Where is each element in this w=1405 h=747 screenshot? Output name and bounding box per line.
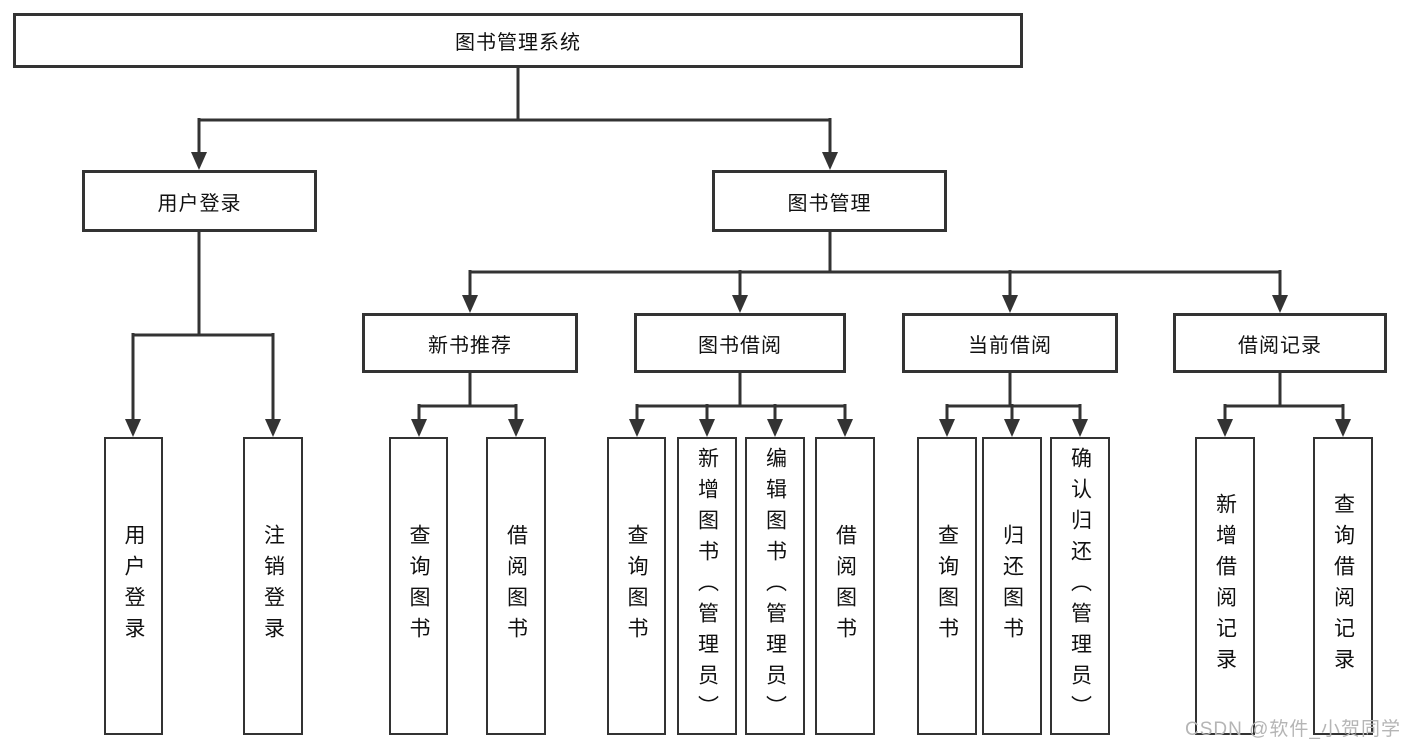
leaf-query-book-current: 查询图书 (917, 437, 977, 735)
leaf-borrow-book: 借阅图书 (815, 437, 875, 735)
leaf-confirm-return-admin: 确认归还（管理员） (1050, 437, 1110, 735)
node-new-book-recommend: 新书推荐 (362, 313, 578, 373)
leaf-add-book-admin: 新增图书（管理员） (677, 437, 737, 735)
node-book-management: 图书管理 (712, 170, 947, 232)
leaf-return-book: 归还图书 (982, 437, 1042, 735)
leaf-query-book-recommend: 查询图书 (389, 437, 448, 735)
leaf-query-book-borrow: 查询图书 (607, 437, 666, 735)
node-root: 图书管理系统 (13, 13, 1023, 68)
leaf-borrow-book-recommend: 借阅图书 (486, 437, 546, 735)
node-book-borrow: 图书借阅 (634, 313, 846, 373)
leaf-logout-login: 注销登录 (243, 437, 303, 735)
leaf-query-borrow-record: 查询借阅记录 (1313, 437, 1373, 735)
node-borrow-record: 借阅记录 (1173, 313, 1387, 373)
leaf-edit-book-admin: 编辑图书（管理员） (745, 437, 805, 735)
node-user-login: 用户登录 (82, 170, 317, 232)
node-current-borrow: 当前借阅 (902, 313, 1118, 373)
leaf-add-borrow-record: 新增借阅记录 (1195, 437, 1255, 735)
leaf-user-login: 用户登录 (104, 437, 163, 735)
